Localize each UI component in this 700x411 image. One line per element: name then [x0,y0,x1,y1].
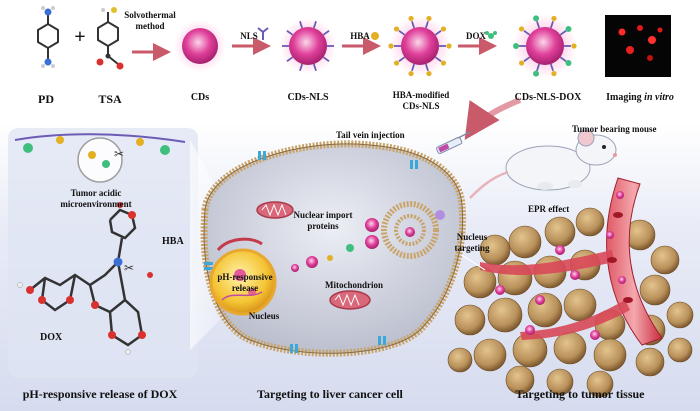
particle-surface [14,133,186,155]
hba-modified-label-2: CDs-NLS [402,101,440,111]
arrow-to-injection [464,97,522,140]
cleavage-scissors-icon: ✂ [124,261,134,275]
cds-nls-dox-particle [513,14,577,78]
epr-effect-label: EPR effect [528,204,570,214]
imaging-in-vitro-label: Imaging in vitro [606,92,674,103]
nucleus-targeting-pointer [461,254,486,271]
left-panel-caption: pH-responsive release of DOX [22,387,178,401]
nucleus-targeting-label: Nucleus [456,232,488,242]
scissors-icon: ✂ [114,147,124,161]
imaging-prefix: Imaging [606,92,645,103]
dox-reagent-label: DOX [466,31,486,41]
nls-icon [257,27,269,40]
tumor-acidic-label: Tumor acidic [70,188,122,198]
cds-nls-dox-label: CDs-NLS-DOX [514,92,582,103]
hba-modified-label: HBA-modified [392,90,450,100]
endosome-vesicle [381,201,439,259]
imaging-in-vitro-panel [605,15,671,77]
dox-molecule-label: DOX [40,332,63,343]
nuclear-import-label: Nuclear import [293,210,353,220]
pd-label: PD [38,92,54,106]
release-label: release [231,283,259,293]
syringe-icon [436,131,471,154]
hba-dox-molecule: ✂ [17,202,153,355]
cds-nls-particle [280,18,336,74]
cds-nls-label: CDs-NLS [287,92,329,103]
tail-vein-label: Tail vein injection [336,130,405,140]
membrane-channels [204,151,418,353]
cell-panel-caption: Targeting to liver cancer cell [257,387,403,401]
tumor-mouse-label: Tumor bearing mouse [572,124,657,134]
proteins-label: proteins [307,221,339,231]
imaging-suffix: in vitro [644,92,674,103]
intracellular-particles [291,210,445,272]
tumor-mouse-icon [469,129,617,199]
mitochondrion-2 [329,290,371,310]
er-structure [216,237,263,252]
mitochondrion-label: Mitochondrion [324,280,384,290]
blood-vessel [480,177,663,346]
nucleus-label: Nucleus [248,311,280,321]
nucleus [209,248,277,316]
method-label: method [135,21,165,31]
pd-molecule [37,6,59,68]
cds-particle [174,20,226,72]
dox-icon [485,31,497,39]
cds-label: CDs [190,92,210,103]
tsa-label: TSA [98,92,122,106]
solvothermal-label: Solvothermal [124,10,176,20]
plus-sign: + [74,26,86,48]
magnifier-lens: ✂ [77,137,124,183]
hba-icon [371,32,379,40]
hba-reagent-label: HBA [350,31,370,41]
nls-reagent-label: NLS [240,31,258,41]
hba-molecule-label: HBA [162,236,184,247]
right-panel-caption: Targeting to tumor tissue [515,387,645,401]
hba-modified-particle [388,15,452,77]
mitochondrion [256,201,294,219]
tsa-molecule [96,7,124,70]
microenvironment-label: microenvironment [60,199,132,209]
targeting-label: targeting [454,243,490,253]
tissue-particles [495,245,600,340]
ph-responsive-label: pH-responsive [217,272,273,282]
left-panel-background [8,128,198,378]
